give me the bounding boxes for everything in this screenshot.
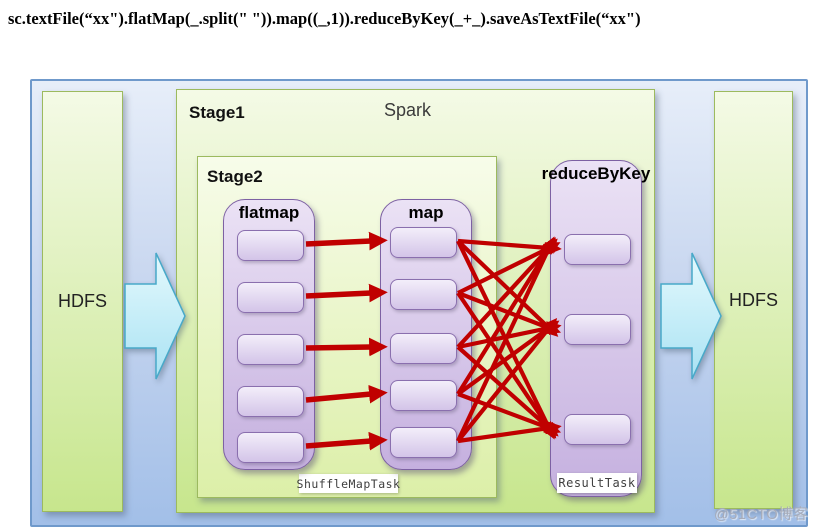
hdfs-output-box: HDFS: [714, 91, 793, 509]
spark-code-line: sc.textFile(“xx").flatMap(_.split(" ")).…: [8, 9, 641, 28]
task-node: [390, 379, 457, 411]
map-label: map: [408, 203, 444, 222]
task-node: [390, 426, 457, 458]
task-node: [390, 278, 457, 310]
flatmap-operator-box: flatmap: [223, 199, 315, 470]
task-node: [237, 431, 304, 463]
task-node: [237, 281, 304, 313]
hdfs-input-label: HDFS: [58, 291, 107, 311]
reducebykey-label: reduceByKey: [541, 164, 651, 183]
shuffle-map-task-tag: ShuffleMapTask: [297, 474, 400, 493]
spark-label: Spark: [384, 100, 432, 120]
task-node: [237, 333, 304, 365]
stage2-label: Stage2: [207, 167, 263, 186]
hdfs-output-label: HDFS: [729, 289, 778, 310]
stage1-label: Stage1: [189, 103, 245, 122]
task-node: [564, 413, 631, 445]
map-operator-box: map: [380, 199, 472, 470]
task-node: [390, 332, 457, 364]
reducebykey-operator-box: reduceByKey ResultTask: [542, 160, 650, 497]
watermark: @51CTO博客: [714, 507, 809, 523]
task-node: [564, 233, 631, 265]
result-task-tag: ResultTask: [557, 473, 637, 493]
task-node: [564, 313, 631, 345]
flatmap-label: flatmap: [238, 203, 300, 222]
task-node: [390, 226, 457, 258]
hdfs-input-box: HDFS: [42, 91, 123, 512]
task-node: [237, 229, 304, 261]
task-node: [237, 385, 304, 417]
